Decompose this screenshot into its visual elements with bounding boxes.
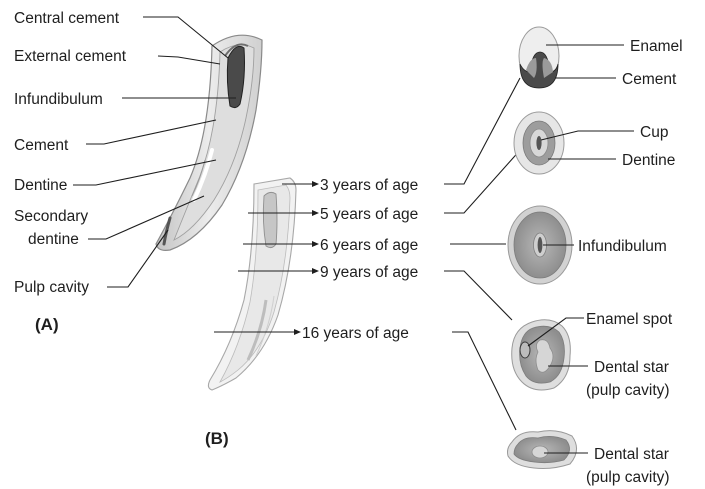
label-secondary-dentine-line2: dentine [28, 231, 79, 248]
label-pulp-cavity: Pulp cavity [14, 279, 89, 296]
tooth-a [156, 35, 262, 250]
age-9-years: 9 years of age [320, 264, 418, 281]
label-dental-star-2-line2: (pulp cavity) [586, 469, 670, 486]
section-16-years [508, 431, 577, 469]
label-infundibulum-section: Infundibulum [578, 238, 667, 255]
label-dentine: Dentine [14, 177, 67, 194]
label-cement-section: Cement [622, 71, 677, 88]
section-3-labels: Enamel Cement [546, 38, 683, 88]
label-enamel: Enamel [630, 38, 683, 55]
section-3-years [519, 27, 559, 88]
label-dental-star-2-line1: Dental star [594, 446, 669, 463]
label-infundibulum: Infundibulum [14, 91, 103, 108]
label-secondary-dentine-line1: Secondary [14, 208, 88, 225]
age-5-years: 5 years of age [320, 206, 418, 223]
label-cement: Cement [14, 137, 69, 154]
label-external-cement: External cement [14, 48, 127, 65]
tooth-b [208, 178, 296, 390]
infundibulum-b-shape [263, 192, 277, 247]
label-enamel-spot: Enamel spot [586, 311, 673, 328]
age-6-years: 6 years of age [320, 237, 418, 254]
age-3-years: 3 years of age [320, 177, 418, 194]
age-16-years: 16 years of age [302, 325, 409, 342]
panel-b-label: (B) [205, 429, 229, 448]
label-dentine-section: Dentine [622, 152, 675, 169]
panel-a-label: (A) [35, 315, 59, 334]
label-dental-star-1-line1: Dental star [594, 359, 669, 376]
label-cup: Cup [640, 124, 668, 141]
section-9-years [512, 320, 571, 390]
label-central-cement: Central cement [14, 10, 120, 27]
label-dental-star-1-line2: (pulp cavity) [586, 382, 670, 399]
section-5-years [514, 112, 564, 174]
